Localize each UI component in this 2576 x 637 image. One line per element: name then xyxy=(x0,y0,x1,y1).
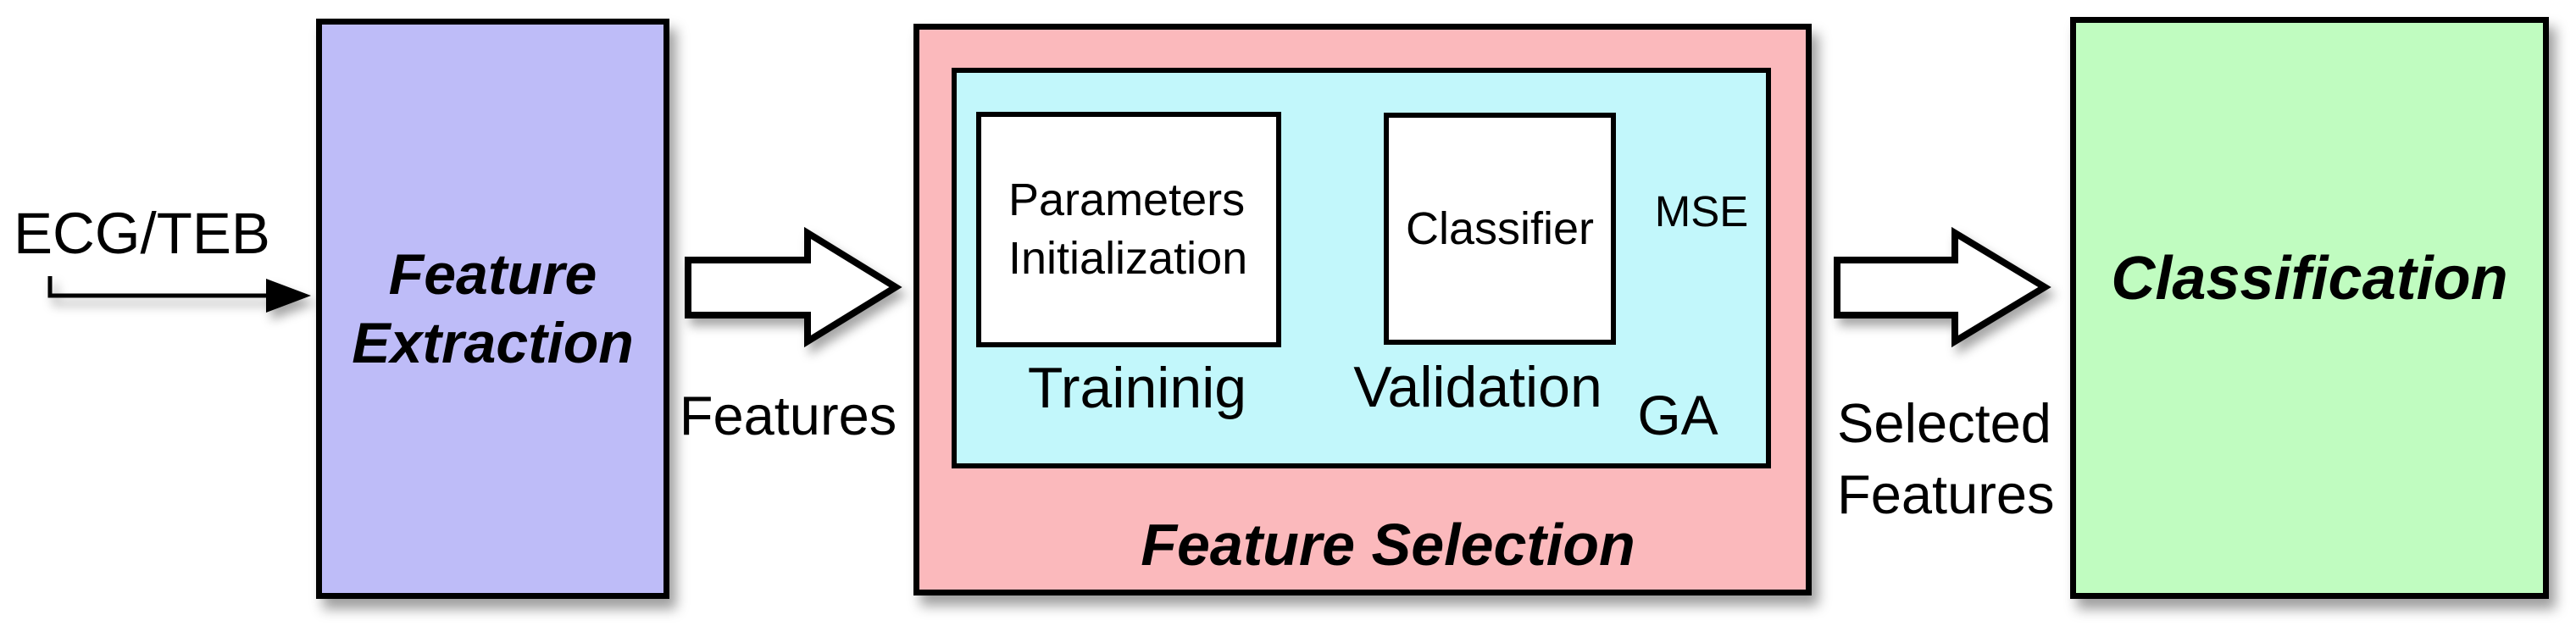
mse-label: MSE xyxy=(1654,187,1749,235)
validation-caption: Validation xyxy=(1353,355,1602,419)
feature-extraction-title-line1: Feature xyxy=(388,241,597,307)
selected-features-arrow-icon xyxy=(1834,226,2051,348)
selected-features-line1: Selected xyxy=(1837,392,2051,454)
classifier-box: Classifier xyxy=(1384,113,1616,345)
selected-features-line2: Features xyxy=(1837,463,2055,525)
feature-extraction-box: Feature Extraction xyxy=(316,19,669,599)
parameters-initialization-box: Parameters Initialization xyxy=(976,112,1281,347)
classification-title: Classification xyxy=(2111,244,2508,313)
feature-extraction-title-line2: Extraction xyxy=(352,310,634,375)
input-arrow-icon xyxy=(47,276,311,313)
parameters-initialization-line1: Parameters xyxy=(1008,174,1246,225)
selected-features-label: Selected Features xyxy=(1837,388,2055,530)
parameters-initialization-line2: Initialization xyxy=(1008,233,1248,284)
feature-extraction-title: Feature Extraction xyxy=(352,241,634,378)
feature-selection-title: Feature Selection xyxy=(1141,512,1635,578)
input-label: ECG/TEB xyxy=(14,201,270,266)
features-arrow-icon xyxy=(685,226,902,348)
training-caption: Traininig xyxy=(1027,356,1247,420)
classification-box: Classification xyxy=(2070,17,2549,599)
ga-label: GA xyxy=(1637,384,1718,446)
classifier-label: Classifier xyxy=(1405,203,1595,254)
features-label: Features xyxy=(679,385,897,446)
